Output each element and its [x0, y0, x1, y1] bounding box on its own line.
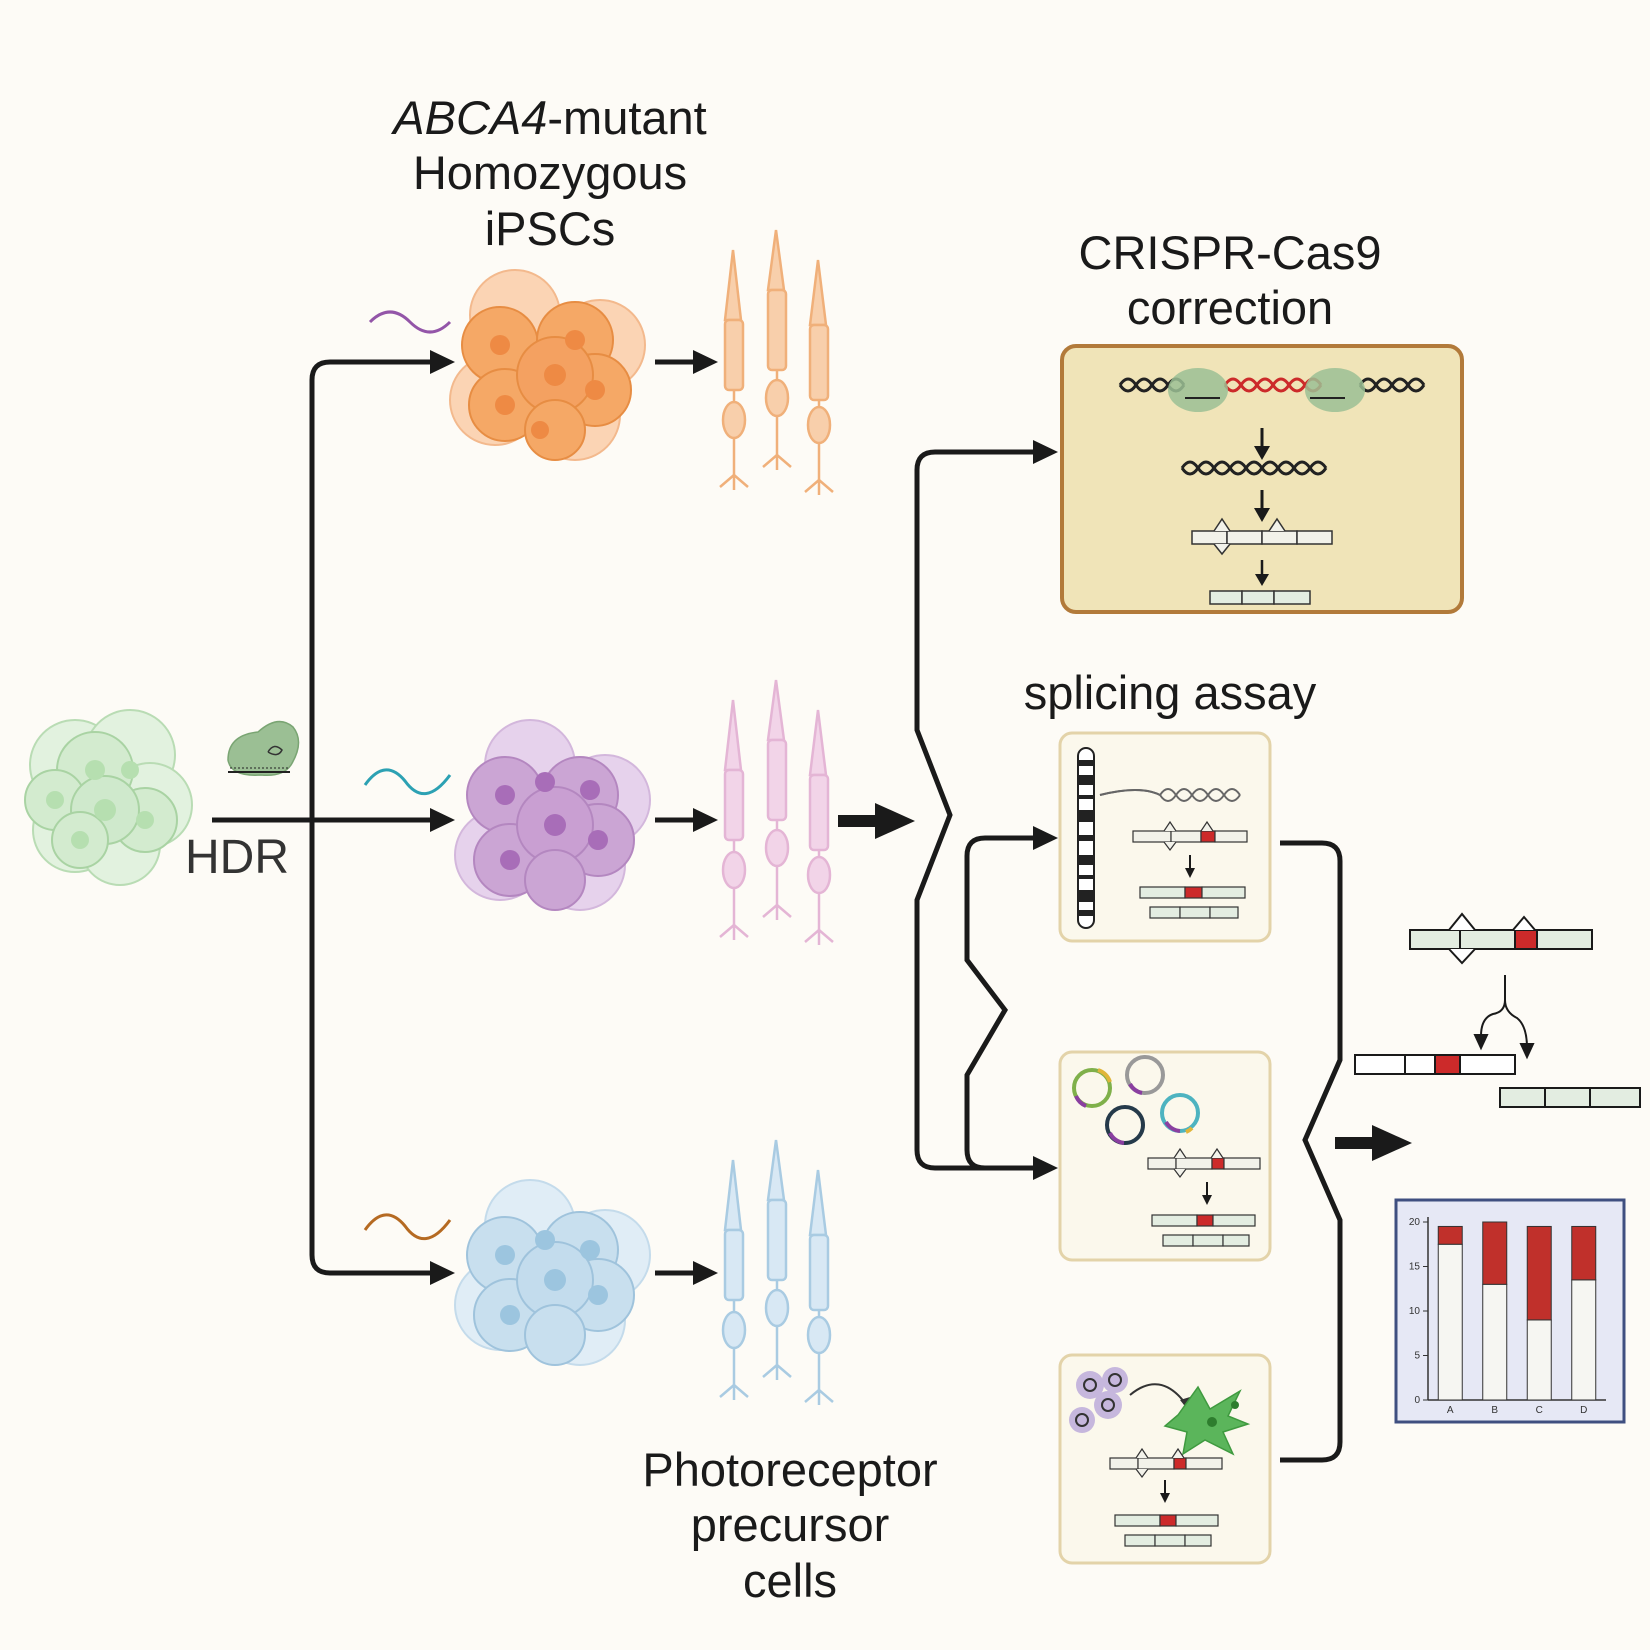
title-suffix: -mutant [547, 91, 707, 144]
title-line-ipscs: iPSCs [484, 201, 616, 255]
blue-ipsc-cluster [454, 1179, 651, 1366]
purple-mrna-squiggle [368, 310, 452, 334]
y-tick-label: 10 [1409, 1306, 1421, 1317]
cas9-icon [227, 720, 300, 777]
crispr-line-2: correction [1126, 281, 1334, 335]
ppc-line-1: Photoreceptor [642, 1443, 938, 1496]
photoreceptor-label: Photoreceptor precursor cells [600, 1442, 980, 1608]
bar-segment-red [1482, 1221, 1508, 1285]
crispr-label: CRISPR-Cas9 correction [1020, 225, 1440, 336]
y-tick-label: 0 [1414, 1395, 1420, 1406]
purple-ipsc-cluster [454, 719, 651, 911]
crispr-line-1: CRISPR-Cas9 [1078, 226, 1382, 279]
ppc-line-2: precursor [690, 1498, 890, 1552]
x-tick-label: A [1447, 1405, 1454, 1416]
cluster-to-cell-arrows [655, 350, 718, 1285]
purple-photoreceptor-cells [719, 679, 834, 945]
bar-segment-white [1571, 1279, 1597, 1401]
x-tick-label: D [1580, 1405, 1587, 1416]
hdr-label: HDR [185, 831, 289, 884]
title-gene: ABCA4 [393, 91, 548, 144]
title-line-homozygous: Homozygous [412, 146, 688, 200]
orange-photoreceptor-cells [719, 229, 834, 495]
x-tick-label: B [1491, 1405, 1498, 1416]
result-brace [1280, 840, 1343, 1463]
stacked-bar-chart: 0 5 10 15 20A B C D [1394, 1198, 1626, 1424]
result-splicing-diagram [1354, 912, 1641, 1108]
teal-mrna-squiggle [363, 768, 452, 796]
y-tick-label: 5 [1414, 1351, 1420, 1362]
splicing-panel-transfection [1058, 1353, 1272, 1565]
splicing-assay-label: splicing assay [1023, 666, 1317, 719]
hdr-arrowheads [430, 350, 455, 1285]
ppc-line-3: cells [742, 1553, 838, 1607]
brown-mrna-squiggle [363, 1213, 452, 1241]
bar-segment-red [1437, 1225, 1463, 1245]
bar-segment-red [1526, 1225, 1552, 1321]
main-right-arrow [838, 803, 915, 839]
result-arrow [1335, 1125, 1412, 1161]
connector-arrowheads [1033, 440, 1058, 1180]
connector-brace-lines [914, 449, 1050, 1171]
bar-segment-red [1571, 1225, 1597, 1281]
title-label: ABCA4-mutant Homozygous iPSCs [330, 90, 770, 256]
x-tick-label: C [1536, 1405, 1543, 1416]
splicing-panel-plasmids [1058, 1050, 1272, 1262]
green-ipsc-cluster [24, 709, 193, 886]
bar-segment-white [1526, 1319, 1552, 1401]
hdr-branch-arrows [212, 359, 430, 1276]
orange-ipsc-cluster [449, 269, 646, 461]
crispr-panel [1060, 344, 1464, 614]
blue-photoreceptor-cells [719, 1139, 834, 1405]
y-tick-label: 15 [1409, 1262, 1421, 1273]
splicing-panel-chromosome [1058, 731, 1272, 943]
bar-segment-white [1437, 1243, 1463, 1401]
y-tick-label: 20 [1409, 1217, 1421, 1228]
bar-segment-white [1482, 1283, 1508, 1401]
